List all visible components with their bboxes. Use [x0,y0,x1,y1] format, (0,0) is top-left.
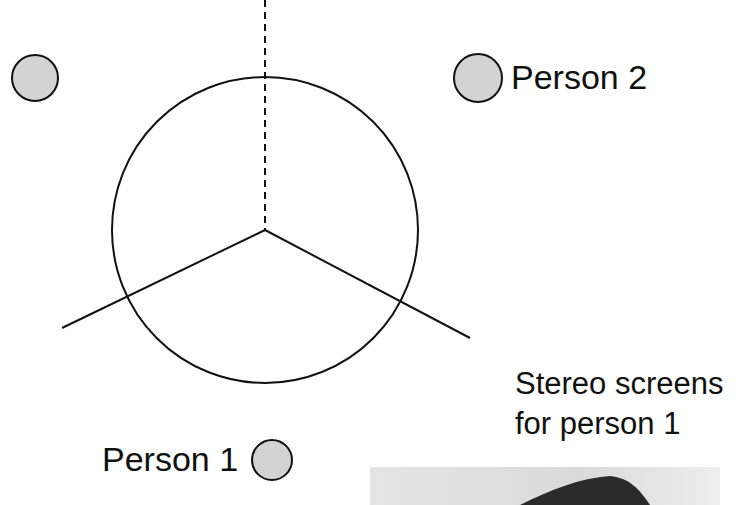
person-label: Person 2 [511,59,647,96]
person-node: Person 2 [453,53,648,103]
stereo-screen-line [62,230,265,328]
person-node: Person 1 [102,439,293,481]
person-circle [252,440,292,480]
person-marker [12,55,58,101]
person-circle [454,54,502,102]
stereo-screen-line [265,230,470,338]
dashed-axis [264,0,266,230]
person-label: Person 1 [102,441,238,478]
photo-fragment [520,476,650,505]
photo-fragment [370,467,720,505]
annotation-label: Stereo screens for person 1 [515,364,747,445]
